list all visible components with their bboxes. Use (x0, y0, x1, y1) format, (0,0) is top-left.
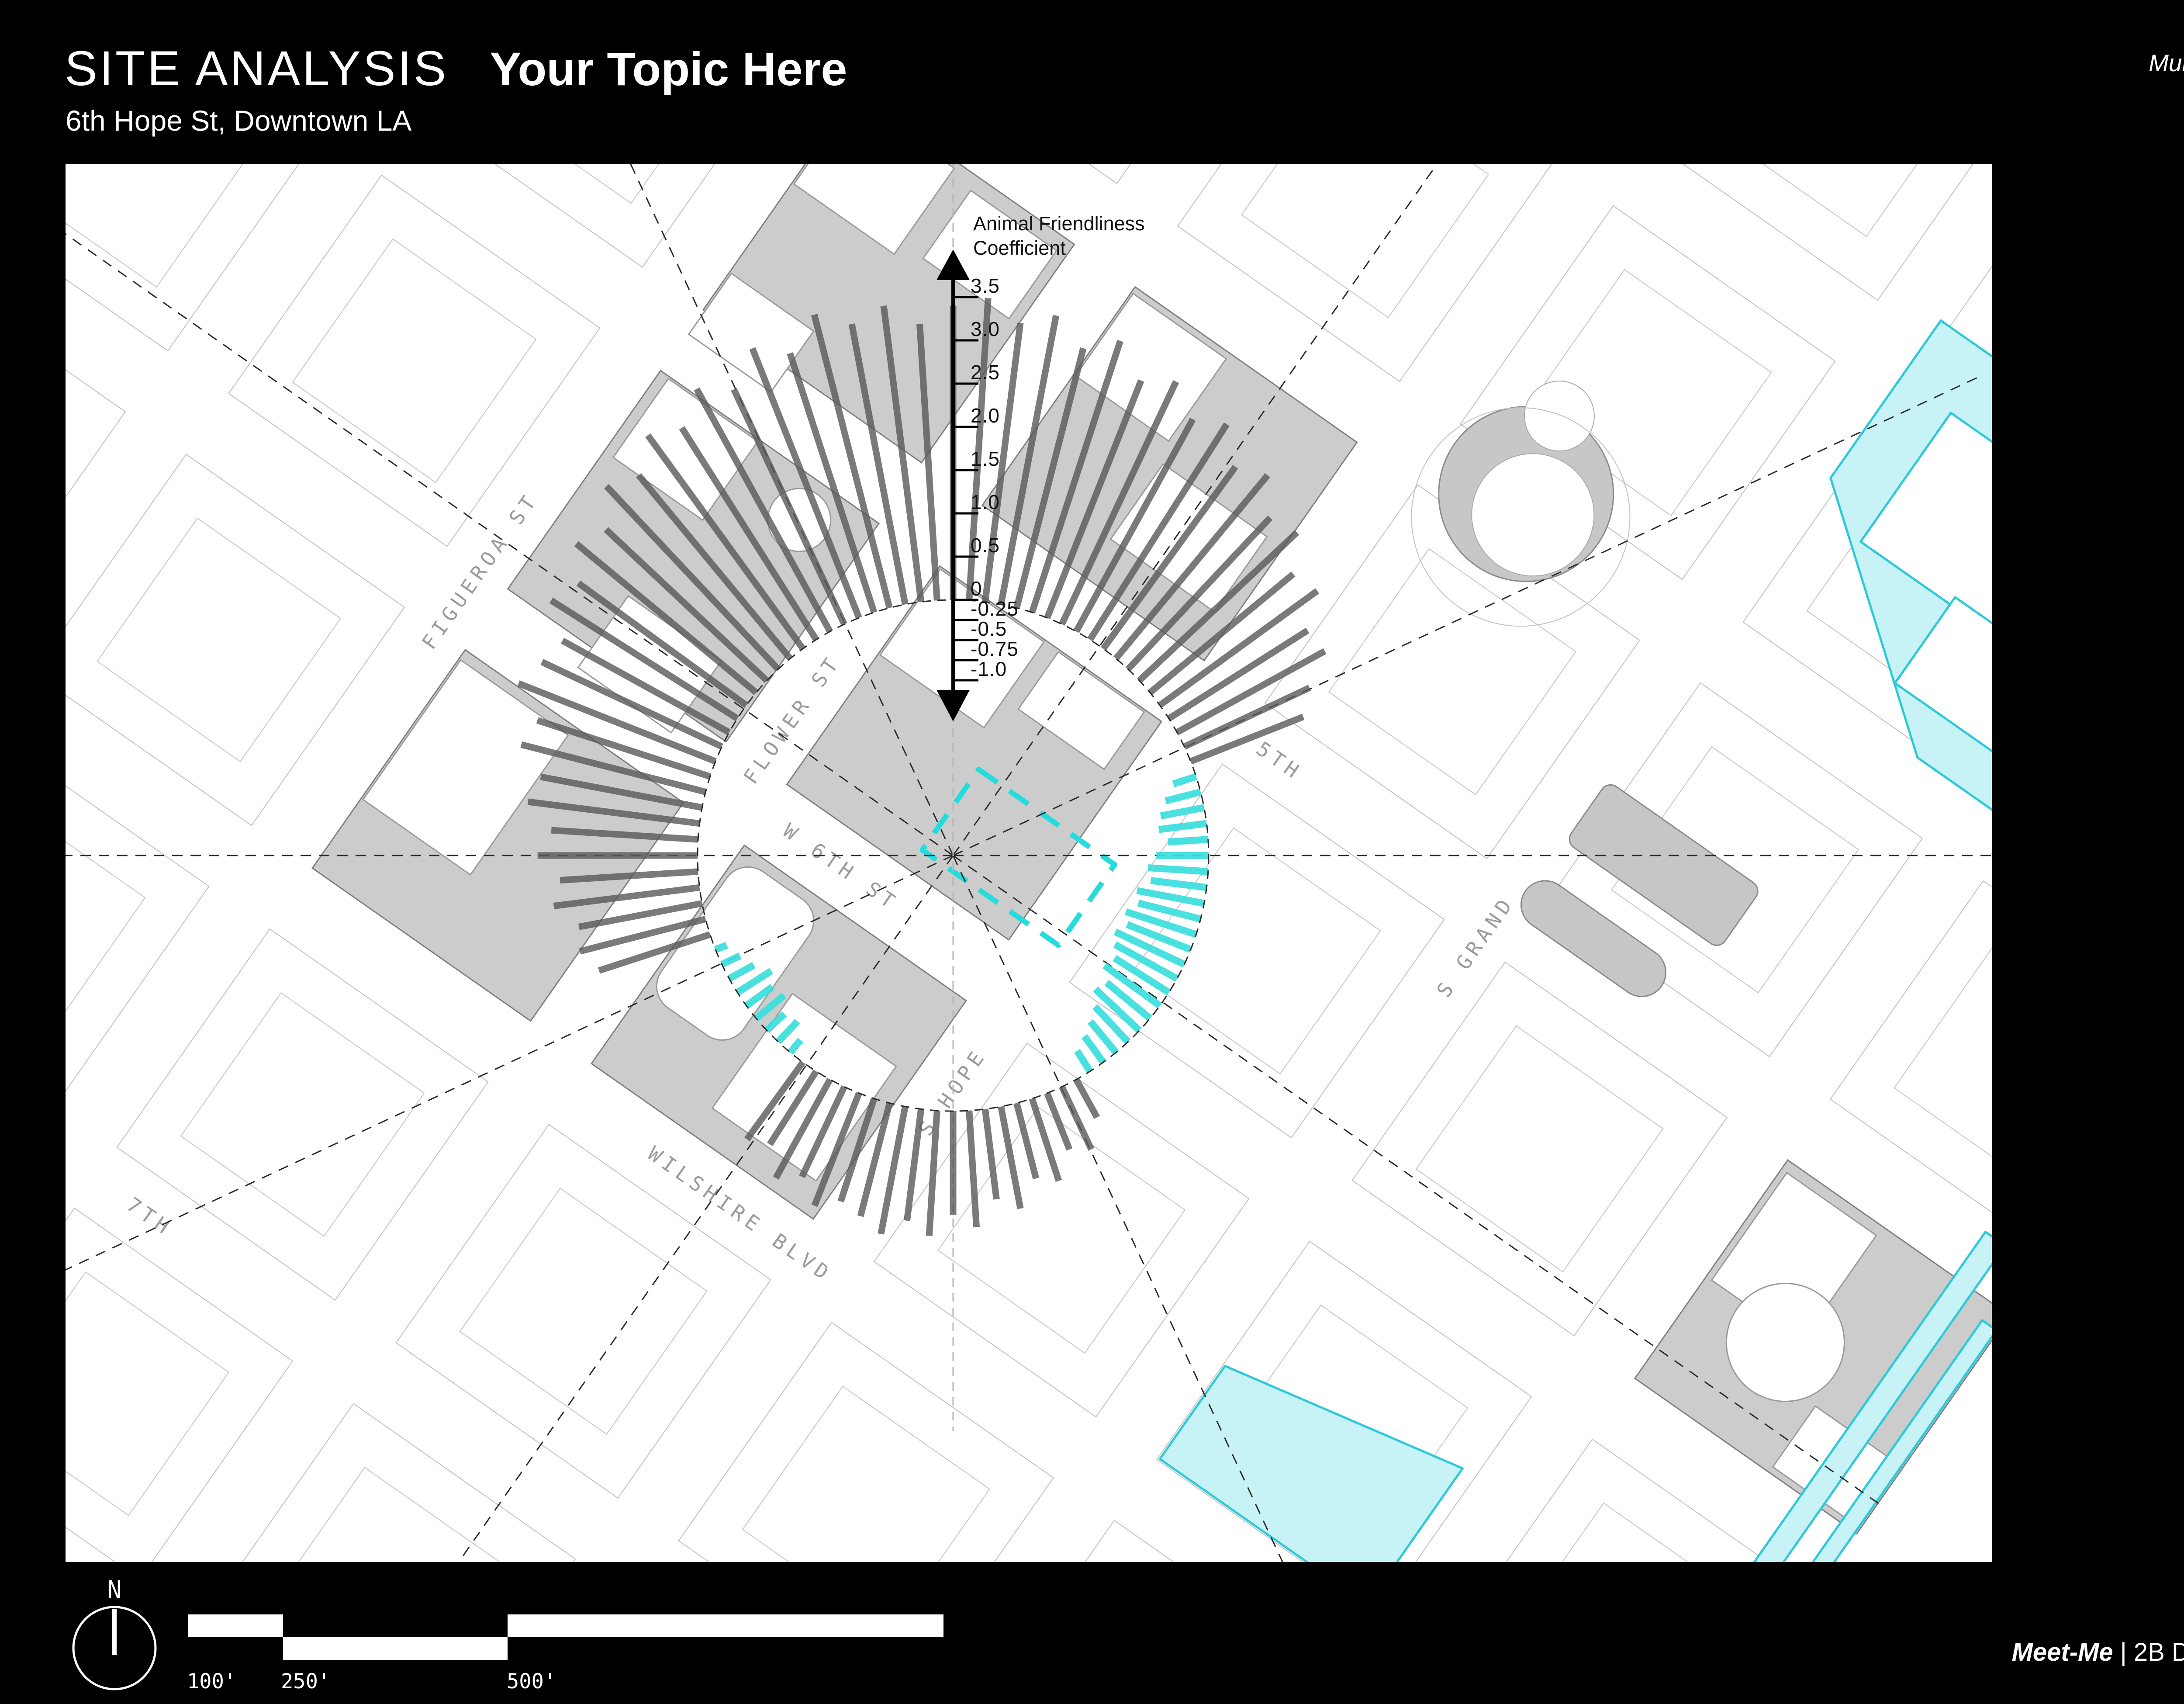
coefficient-axis: 3.5 3.0 2.5 2.0 1.5 1.0 0.5 0-0.25-0.5-0.75-1.0… (936, 212, 1150, 721)
axis-tick-label: 3.0 (971, 318, 1000, 340)
axis-tick-label: -0.25 (971, 597, 1019, 620)
header: SITE ANALYSIS Your Topic Here (65, 40, 847, 97)
axis-arrow-down (936, 690, 970, 721)
scale-label-500: 500' (507, 1669, 556, 1694)
axis-tick-label: -1.0 (971, 658, 1007, 680)
site-map: FIGUEROA ST FLOWER ST S HOPE S GRAND 5TH… (66, 164, 1992, 1562)
north-compass: N (72, 1576, 157, 1690)
axis-tick-label: 1.0 (971, 491, 1000, 513)
axis-arrow-up (936, 249, 970, 280)
scale-label-250: 250' (281, 1669, 330, 1694)
axis-tick-label: 2.0 (971, 404, 1000, 427)
page-title: SITE ANALYSIS (65, 41, 449, 96)
park-crescent (1411, 381, 1631, 627)
scale-bar: 100' 250' 500' (187, 1614, 943, 1694)
authors: Mukai Li & Di Paolo Emanuele (2149, 49, 2184, 76)
north-label: N (107, 1576, 122, 1604)
axis-title: Animal Friendliness Coefficient (973, 212, 1150, 259)
axis-tick-label: -0.75 (971, 637, 1019, 660)
axis-ticks: 3.5 3.0 2.5 2.0 1.5 1.0 0.5 0-0.25-0.5-0.75-1.0 (953, 274, 1019, 682)
axis-tick-label: 1.5 (971, 447, 1000, 470)
page-topic: Your Topic Here (490, 42, 847, 95)
axis-tick-label: 3.5 (971, 274, 1000, 297)
legend-bar: N 100' 250' 500' (72, 1576, 943, 1694)
plaza-circle (1725, 1282, 1845, 1402)
water-features (1158, 319, 1992, 1562)
scale-label-100: 100' (187, 1669, 236, 1694)
axis-tick-label: -0.5 (971, 617, 1007, 640)
page-subtitle: 6th Hope St, Downtown LA (66, 104, 412, 137)
footer-credit: Meet-Me | 2B Design Studio Spring 2024 (2012, 1638, 2184, 1667)
axis-tick-label: 2.5 (971, 361, 1000, 384)
axis-tick-label: 0.5 (971, 534, 1000, 557)
studio-credit: | 2B Design Studio Spring 2024 (2120, 1638, 2184, 1666)
project-name: Meet-Me (2011, 1638, 2113, 1666)
site-boundary (919, 766, 1117, 948)
axis-tick-label: 0 (971, 577, 982, 600)
